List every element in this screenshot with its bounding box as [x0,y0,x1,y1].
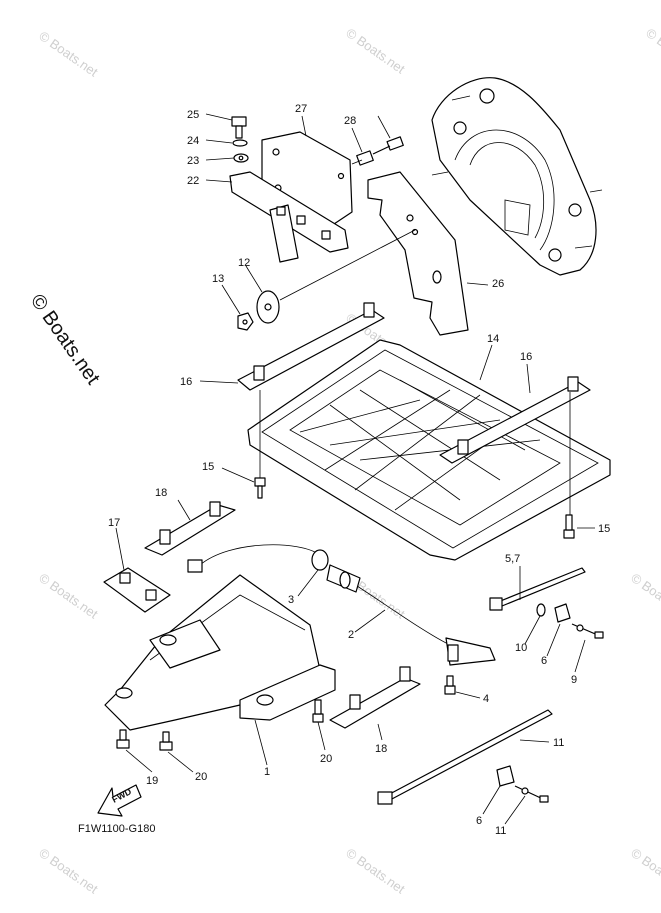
pump-housing [431,77,603,276]
callout-14: 14 [487,333,499,345]
part-23-washer [232,139,248,147]
part-18-bolt [116,729,130,749]
part-6-clamp [496,765,515,787]
callout-15: 15 [202,461,214,473]
watermark: © Boats.net [36,28,101,80]
part-20-bolt [159,731,173,751]
part-21-plate [229,171,349,263]
part-5-7-tie [489,567,586,611]
watermark: © Boats.net [628,845,661,897]
callout-2: 2 [348,629,354,641]
callout-5-7: 5,7 [505,553,520,565]
part-15-bolt [563,514,575,539]
watermark: © Boats.net [628,570,661,622]
part-10-cable-end [514,785,549,803]
callout-1: 1 [264,766,270,778]
part-4-bolt [444,675,456,695]
callout-18: 19 [146,775,158,787]
part-19-stopper-lower [329,666,421,729]
part-6-clamp [554,603,571,623]
part-14-frame [247,339,611,561]
callout-26: 27 [295,103,307,115]
part-27-grommet [351,150,374,166]
part-22-washer-hole [238,155,244,161]
callout-20: 20 [320,753,332,765]
callouts: 25 24 23 22 27 28 12 13 26 14 16 16 15 1… [108,103,610,837]
callout-22: 23 [187,155,199,167]
watermark: © Boats.net [343,25,408,77]
watermark: © Boats.net [36,570,101,622]
callout-24: 25 [187,109,199,121]
fwd-arrow-icon: FWD [97,784,142,817]
part-15-bolt [254,477,266,499]
part-20-bolt [312,699,324,723]
callout-8: 10 [515,642,527,654]
callout-3: 3 [288,594,294,606]
part-13-nut [237,312,254,331]
callout-4: 4 [483,693,489,705]
callout-17: 17 [108,517,120,529]
callout-27: 28 [344,115,356,127]
part-24-bolt [231,116,247,139]
part-19-stopper-upper [144,501,236,556]
brand-watermark: © Boats.net [26,290,104,389]
part-8-washer [536,603,546,617]
callout-23: 24 [187,135,199,147]
callout-6: 6 [476,815,482,827]
callout-13: 13 [212,273,224,285]
callout-19: 18 [375,743,387,755]
part-3-grommet [311,549,361,593]
watermark: © Boats.net [343,845,408,897]
part-17-pad [103,567,171,613]
callout-6: 6 [541,655,547,667]
callout-10: 11 [495,825,506,837]
callout-16: 16 [520,351,532,363]
callout-9: 9 [571,674,577,686]
callout-21: 22 [187,175,199,187]
callout-20: 20 [195,771,207,783]
watermark: © Boats.net [643,25,661,77]
callout-25: 26 [492,278,504,290]
leader-lines [115,113,595,825]
part-16-rail-right [439,376,591,464]
callout-11: 11 [553,737,564,749]
callout-12: 12 [238,257,250,269]
drawing-code: F1W1100-G180 [78,823,155,835]
callout-19: 18 [155,487,167,499]
watermark: © Boats.net [36,845,101,897]
part-11-tie [377,709,553,805]
part-9-cable-end [571,623,604,639]
part-2-cable [187,544,496,666]
callout-15: 15 [598,523,610,535]
callout-16: 16 [180,376,192,388]
part-28-screw [372,136,404,155]
assembly-line [279,229,416,301]
part-25-plate [367,171,469,336]
part-12-damper [256,290,280,324]
part-1-mount [104,574,336,731]
part-16-rail-left [237,302,385,391]
